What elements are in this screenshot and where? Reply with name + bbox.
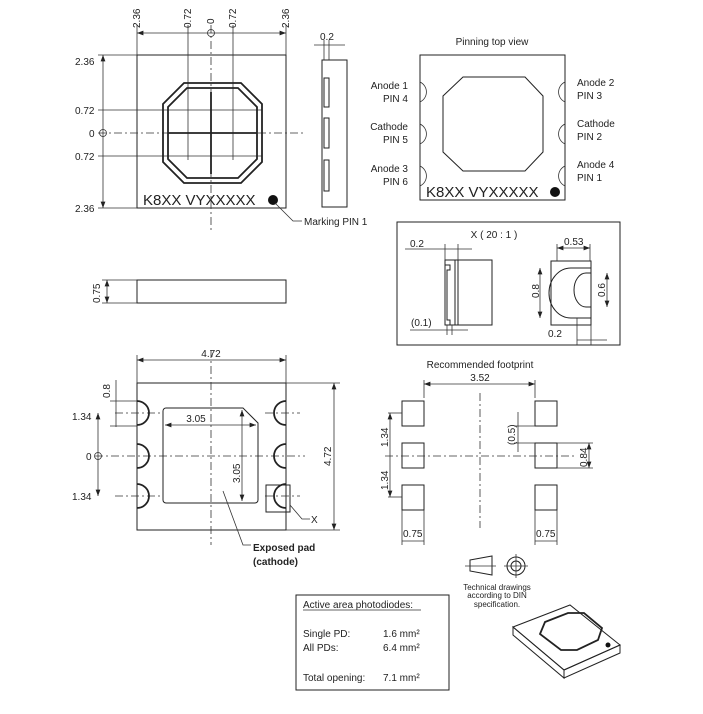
pin-number: PIN 6: [383, 177, 408, 188]
dim-label: 0.2: [548, 329, 562, 340]
package-3d-view: [512, 604, 621, 680]
dim-label: 1.34: [72, 492, 92, 503]
pinning-title: Pinning top view: [456, 37, 530, 48]
row-label: All PDs:: [303, 643, 339, 654]
pin-number: PIN 3: [577, 91, 602, 102]
pin-name: Cathode: [577, 119, 615, 130]
package-outline: [136, 54, 287, 209]
recommended-footprint: Recommended footprint 3.52 1.34 1.34 (0.…: [380, 360, 593, 545]
dim-label: 0.72: [183, 8, 194, 28]
dim-label: (0.1): [411, 318, 432, 329]
footprint-title: Recommended footprint: [427, 360, 534, 371]
dim-label: 2.36: [281, 8, 292, 28]
din-note-line: Technical drawings: [463, 583, 531, 592]
dim-label: 0.8: [102, 384, 113, 398]
top-view: 2.36 0.72 0 0.72 2.36 2.36 0.72 0 0.72 2…: [75, 8, 368, 230]
side-view: 0.2: [314, 32, 348, 208]
dim-label: 4.72: [323, 446, 334, 466]
dim-label: 3.05: [232, 463, 243, 483]
dim-label: 2.36: [75, 57, 95, 68]
pin-number: PIN 1: [577, 173, 602, 184]
dim-label: 2.36: [75, 204, 95, 215]
bottom-view: 4.72 4.72 3.05 3.05 0.8 1.34 0 1.34 X Ex…: [72, 349, 340, 568]
dim-label: 0: [89, 129, 95, 140]
exposed-pad-label: Exposed pad: [253, 543, 315, 554]
din-note-line: specification.: [474, 600, 520, 609]
row-value: 6.4 mm²: [383, 643, 420, 654]
dim-label: 0: [86, 452, 92, 463]
pinning-view: Pinning top view Anode 1 PIN 4 Cathode P…: [370, 37, 615, 201]
pin-number: PIN 4: [383, 94, 408, 105]
detail-x-label: X: [311, 515, 318, 526]
dim-label: 1.34: [72, 412, 92, 423]
height-view: 0.75: [92, 279, 287, 304]
row-label: Total opening:: [303, 673, 365, 684]
dim-label: 2.36: [132, 8, 143, 28]
pin-name: Anode 3: [371, 164, 409, 175]
dim-label: 0.2: [410, 239, 424, 250]
marking-pin1-label: Marking PIN 1: [304, 217, 368, 228]
dim-label: 3.05: [186, 414, 206, 425]
row-label: Single PD:: [303, 629, 350, 640]
dim-label: 0.2: [320, 32, 334, 43]
dim-label: 0.72: [228, 8, 239, 28]
dim-label: 0.72: [75, 152, 95, 163]
dim-label: 0.8: [531, 284, 542, 298]
dim-label: 3.52: [470, 373, 490, 384]
row-value: 7.1 mm²: [383, 673, 420, 684]
dim-label: 1.34: [380, 427, 391, 447]
pin-number: PIN 5: [383, 135, 408, 146]
dim-label: 0.84: [579, 447, 590, 467]
dim-label: 0.72: [75, 106, 95, 117]
marking-text: K8XX VYXXXXX: [143, 192, 256, 209]
dim-label: (0.5): [507, 424, 518, 445]
pin-name: Anode 2: [577, 78, 615, 89]
detail-x: X ( 20 : 1 ) 0.2 (0.1) 0.53 0.8 0.6 0.2: [396, 221, 621, 346]
dim-label: 0.53: [564, 237, 584, 248]
dim-label: 0.75: [536, 529, 556, 540]
projection-cone-icon: [469, 555, 493, 576]
left-dim-labels: 2.36 0.72 0 0.72 2.36: [75, 57, 95, 215]
dim-label: 0.75: [403, 529, 423, 540]
pin-name: Anode 1: [371, 81, 409, 92]
pin-name: Cathode: [370, 122, 408, 133]
dim-label: 0: [206, 18, 217, 24]
pin1-marking-dot: [268, 195, 278, 205]
dim-label: 0.6: [597, 283, 608, 297]
bottom-pads: [136, 400, 287, 509]
pin1-marking-dot: [550, 187, 560, 197]
active-area-box: Active area photodiodes: Single PD: 1.6 …: [295, 594, 450, 691]
top-dim-labels: 2.36 0.72 0 0.72 2.36: [132, 8, 292, 28]
exposed-pad-sublabel: (cathode): [253, 557, 298, 568]
projection-symbol: Technical drawings according to DIN spec…: [463, 554, 531, 609]
footprint-pads: [401, 400, 558, 511]
pin-name: Anode 4: [577, 160, 615, 171]
detail-x-marker: [265, 484, 291, 513]
pin-pads: [419, 81, 566, 187]
dim-label: 0.75: [92, 283, 103, 303]
exposed-pad: [162, 407, 259, 504]
din-note-line: according to DIN: [467, 591, 527, 600]
marking-text: K8XX VYXXXXX: [426, 184, 539, 201]
pin-number: PIN 2: [577, 132, 602, 143]
active-area-title: Active area photodiodes:: [303, 600, 413, 611]
row-value: 1.6 mm²: [383, 629, 420, 640]
detail-title: X ( 20 : 1 ): [471, 230, 518, 241]
photodiode-window: [162, 82, 263, 184]
dim-label: 1.34: [380, 470, 391, 490]
